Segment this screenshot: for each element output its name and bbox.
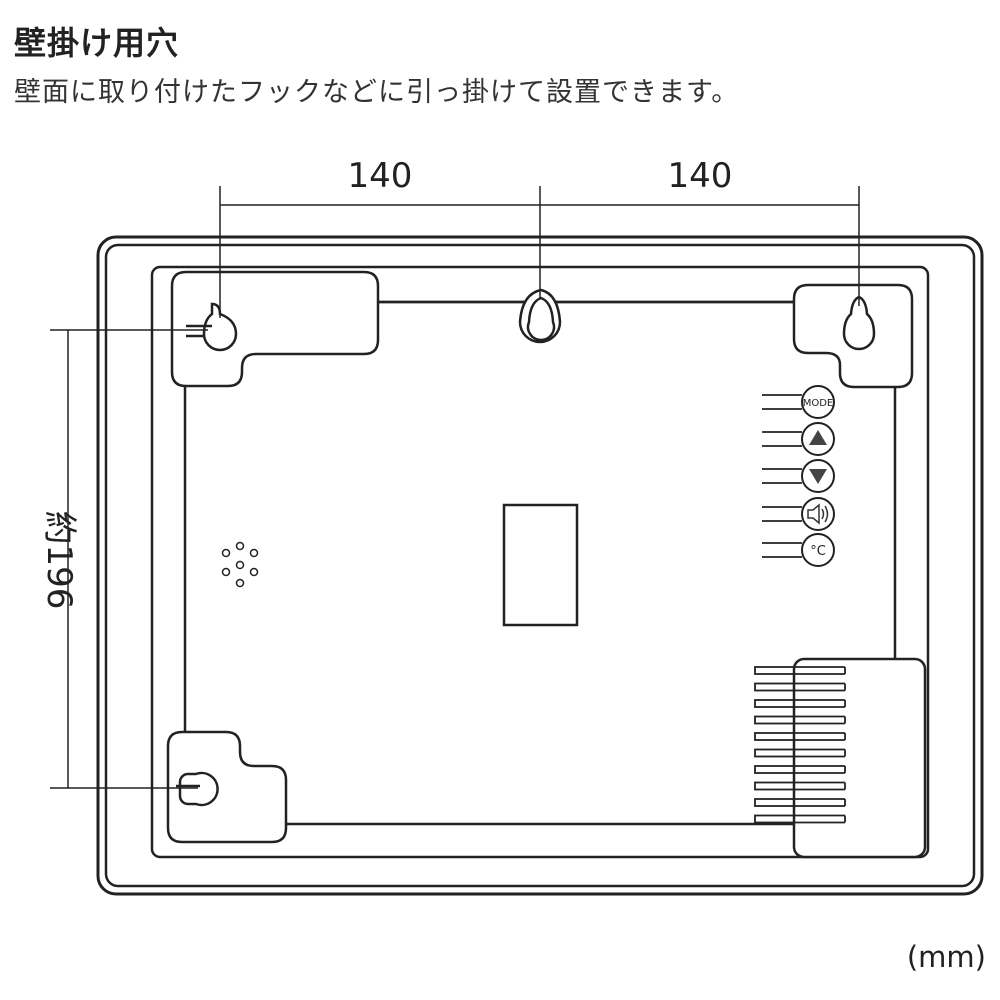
battery-cover (792, 657, 927, 859)
speaker-hole (221, 567, 231, 577)
unit-label: (mm) (906, 940, 986, 974)
mode-button-label: MODE (803, 398, 834, 409)
speaker-hole (249, 548, 259, 558)
dim-label-vertical: 約196 (39, 511, 79, 610)
bottom-left-mount-pad (166, 730, 288, 844)
triangle-up-icon (809, 430, 827, 445)
page-description: 壁面に取り付けたフックなどに引っ掛けて設置できます。 (14, 77, 740, 108)
dim-label-right: 140 (668, 156, 733, 196)
celsius-button-label: °C (810, 544, 826, 559)
speaker-hole (235, 560, 245, 570)
center-label-window (502, 503, 579, 627)
mode-button[interactable] (801, 385, 835, 419)
speaker-icon (807, 503, 829, 525)
keyhole-top-center-inner-icon (526, 296, 556, 342)
top-left-mount-pad (170, 270, 380, 388)
speaker-hole (221, 548, 231, 558)
keyhole-bottom-left-icon (178, 771, 219, 807)
triangle-down-icon (809, 469, 827, 484)
speaker-hole (235, 541, 245, 551)
celsius-button[interactable] (801, 533, 835, 567)
keyhole-top-right-icon (842, 295, 876, 351)
speaker-hole (249, 567, 259, 577)
speaker-hole (235, 578, 245, 588)
page-title: 壁掛け用穴 (14, 24, 180, 62)
dim-label-left: 140 (348, 156, 413, 196)
